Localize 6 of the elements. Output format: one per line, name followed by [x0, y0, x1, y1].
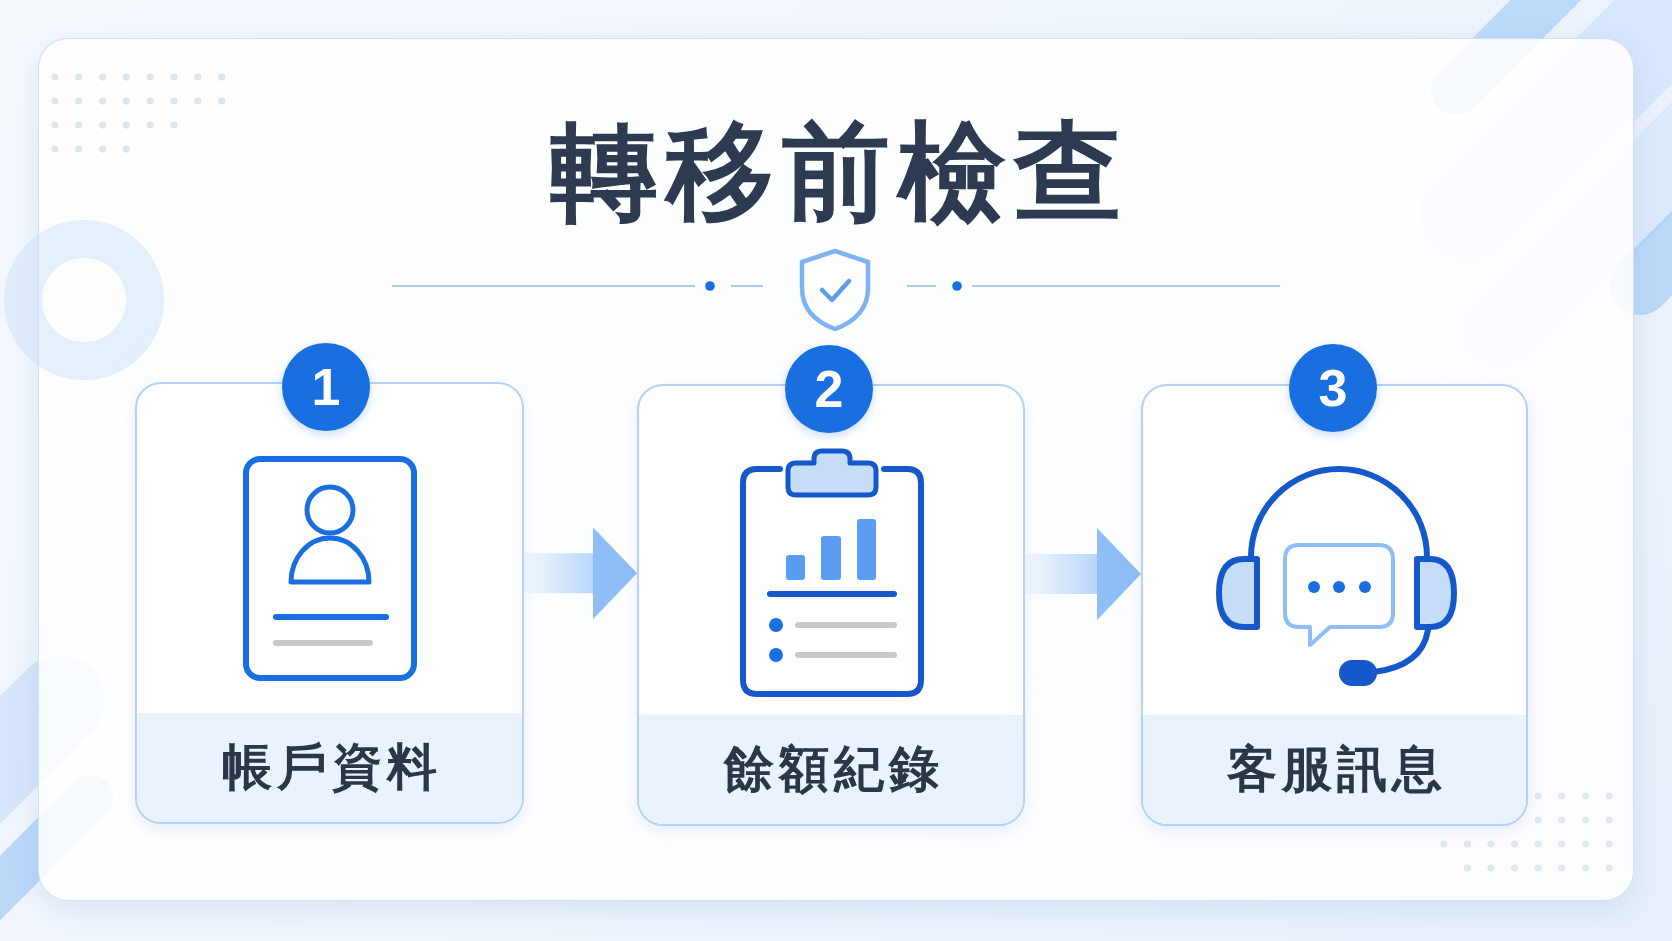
card-label: 餘額紀錄: [639, 715, 1023, 824]
arrow: [524, 527, 637, 620]
arrow: [1025, 528, 1141, 621]
title: 轉移前檢查: [549, 108, 1131, 236]
card-label: 帳戶資料: [137, 713, 522, 822]
card-label: 客服訊息: [1143, 715, 1526, 824]
